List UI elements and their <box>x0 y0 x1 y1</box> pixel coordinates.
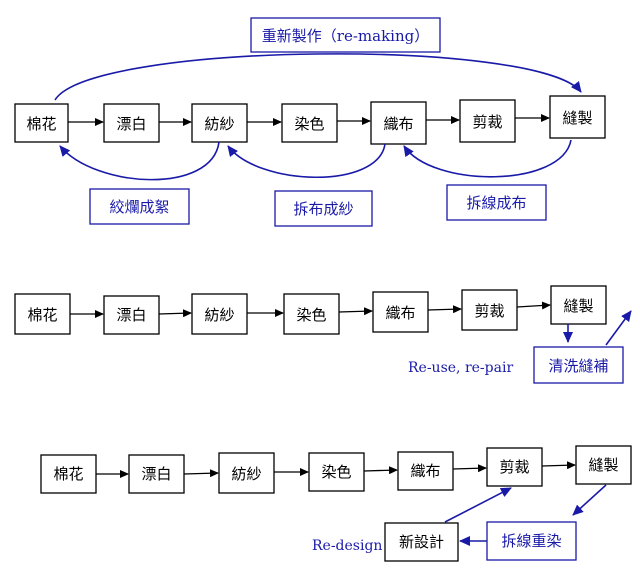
step-label: 紡紗 <box>231 465 261 483</box>
return-arc-arrow <box>59 141 220 181</box>
unstitch-redye-box: 拆線重染 <box>486 521 577 561</box>
step-label: 棉花 <box>53 465 83 483</box>
return-arc-arrow <box>403 139 572 178</box>
unstitch-label-box: 拆線成布 <box>446 184 547 221</box>
shred-label-box: 絞爛成絮 <box>89 188 190 225</box>
new-design-label: 新設計 <box>399 533 444 551</box>
step-box-cotton: 棉花 <box>14 103 69 143</box>
step-box-weave: 織布 <box>397 451 454 491</box>
step-box-weave: 織布 <box>370 101 427 145</box>
step-box-sew: 縫製 <box>575 445 632 485</box>
step-label: 紡紗 <box>204 306 234 324</box>
step-label: 紡紗 <box>204 115 234 133</box>
step-label: 織布 <box>383 115 413 133</box>
unweave-label: 拆布成紗 <box>293 200 353 218</box>
step-label: 漂白 <box>116 306 146 324</box>
remaking-label-box: 重新製作（re-making） <box>250 17 441 53</box>
unstitch-label: 拆線成布 <box>466 194 526 212</box>
flow-arrow <box>452 464 487 473</box>
step-box-spin: 紡紗 <box>191 103 248 143</box>
step-box-cotton: 棉花 <box>14 293 71 335</box>
step-label: 剪裁 <box>474 302 504 320</box>
clean-repair-label: 清洗縫補 <box>548 357 608 375</box>
step-box-bleach: 漂白 <box>103 103 160 143</box>
step-label: 棉花 <box>27 306 57 324</box>
remaking-label: 重新製作（re-making） <box>262 27 429 45</box>
reuse-caption: Re-use, re-pair <box>408 360 513 376</box>
step-label: 染色 <box>296 306 326 324</box>
shred-label: 絞爛成絮 <box>109 198 169 216</box>
redesign-caption: Re-design <box>312 538 382 554</box>
step-label: 剪裁 <box>472 113 502 131</box>
redesign-back-arrow <box>444 487 512 523</box>
step-label: 染色 <box>321 463 351 481</box>
step-label: 漂白 <box>116 115 146 133</box>
remaking-arc-arrow <box>54 53 582 101</box>
flow-arrow <box>158 309 192 318</box>
step-label: 縫製 <box>562 109 592 127</box>
step-box-cut: 剪裁 <box>486 447 543 487</box>
flow-arrow <box>338 307 373 316</box>
step-box-sew: 縫製 <box>549 95 606 139</box>
step-label: 縫製 <box>588 456 618 474</box>
unstitch-redye-label: 拆線重染 <box>501 532 561 550</box>
step-box-dye: 染色 <box>308 452 365 492</box>
return-arc-arrow <box>227 143 386 178</box>
step-box-dye: 染色 <box>283 293 340 335</box>
step-box-cut: 剪裁 <box>459 99 516 143</box>
diagram-redesign: 棉花 漂白 紡紗 染色 織布 剪裁 縫製 <box>40 445 632 562</box>
step-label: 漂白 <box>141 465 171 483</box>
step-box-dye: 染色 <box>281 103 338 143</box>
step-label: 剪裁 <box>499 458 529 476</box>
step-box-bleach: 漂白 <box>103 295 160 335</box>
new-design-box: 新設計 <box>384 522 459 562</box>
step-box-spin: 紡紗 <box>218 452 275 494</box>
step-label: 染色 <box>294 115 324 133</box>
step-box-sew: 縫製 <box>550 285 607 325</box>
diagram-remaking: 棉花 漂白 紡紗 染色 織布 剪裁 縫製 <box>14 17 606 227</box>
step-box-cut: 剪裁 <box>461 289 518 331</box>
step-box-cotton: 棉花 <box>40 454 97 494</box>
clean-repair-box: 清洗縫補 <box>533 346 624 384</box>
step-label: 織布 <box>385 304 415 322</box>
flow-arrow <box>183 469 219 478</box>
flow-arrow <box>427 305 462 314</box>
step-box-bleach: 漂白 <box>128 454 185 494</box>
step-box-spin: 紡紗 <box>191 293 248 335</box>
reuse-out-arrow <box>605 310 632 346</box>
flow-arrow <box>363 466 398 475</box>
step-label: 織布 <box>410 462 440 480</box>
step-box-weave: 織布 <box>372 291 429 333</box>
flow-arrow <box>516 301 551 310</box>
step-label: 棉花 <box>26 115 56 133</box>
to-redye-arrow <box>572 484 607 516</box>
step-label: 縫製 <box>563 297 593 315</box>
flow-arrow <box>541 461 576 470</box>
unweave-label-box: 拆布成紗 <box>274 190 373 227</box>
diagram-reuse-repair: 棉花 漂白 紡紗 染色 織布 剪裁 縫製 <box>14 285 632 384</box>
